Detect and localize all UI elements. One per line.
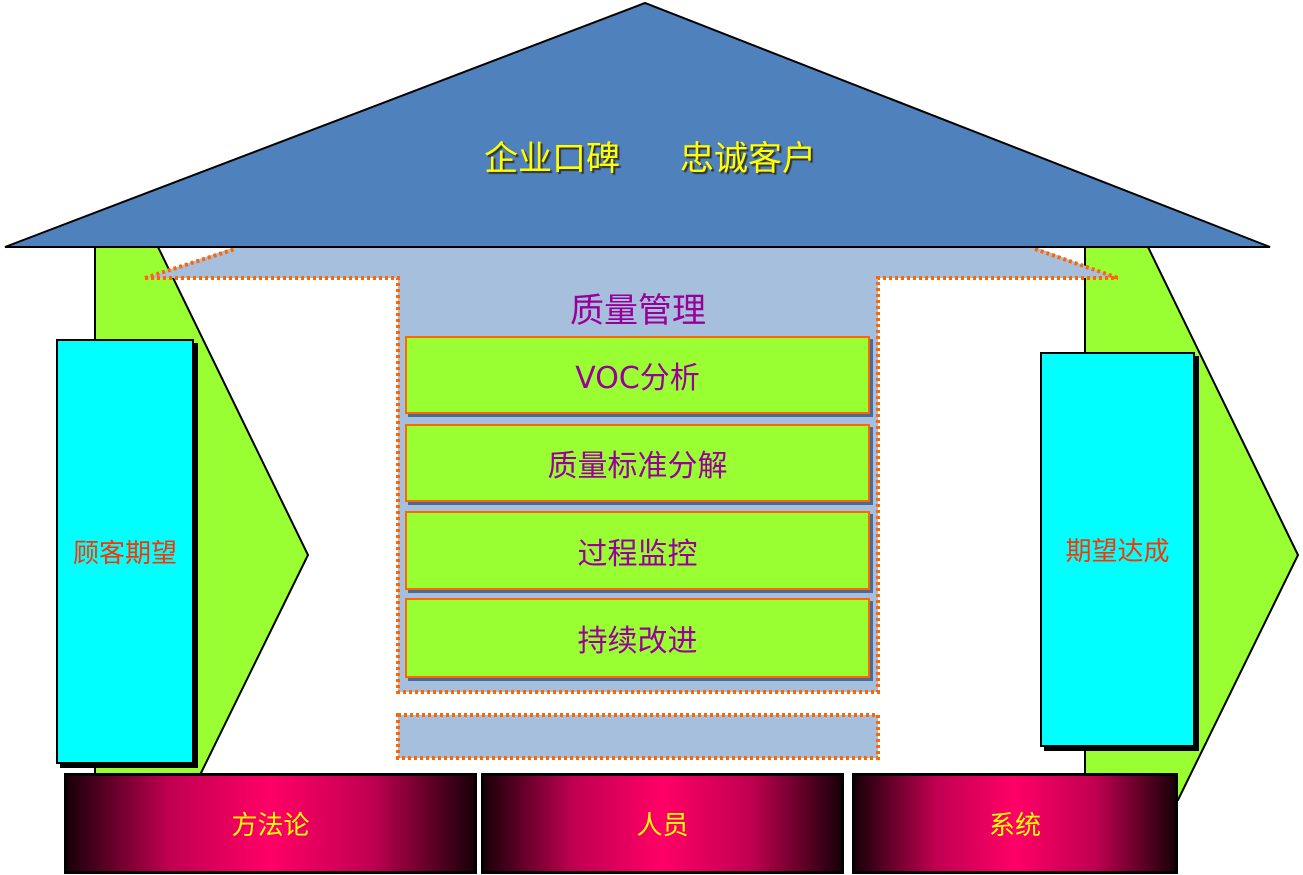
foundation-people: 人员: [481, 773, 844, 874]
step-voc: VOC分析: [405, 336, 870, 414]
foundation-system: 系统: [852, 773, 1178, 874]
roof-right-text: 忠诚客户: [680, 138, 816, 179]
center-title: 质量管理: [570, 290, 706, 331]
right-pillar: 期望达成: [1040, 352, 1195, 747]
step-standard: 质量标准分解: [405, 424, 870, 502]
step-improve: 持续改进: [405, 598, 870, 678]
roof: [4, 1, 1271, 248]
roof-text: 企业口碑 忠诚客户: [400, 130, 900, 180]
roof-left-text: 企业口碑: [484, 138, 620, 179]
left-pillar: 顾客期望: [56, 339, 194, 764]
step-monitor: 过程监控: [405, 511, 870, 590]
foundation-methodology: 方法论: [64, 773, 477, 874]
base-band: [396, 713, 880, 760]
